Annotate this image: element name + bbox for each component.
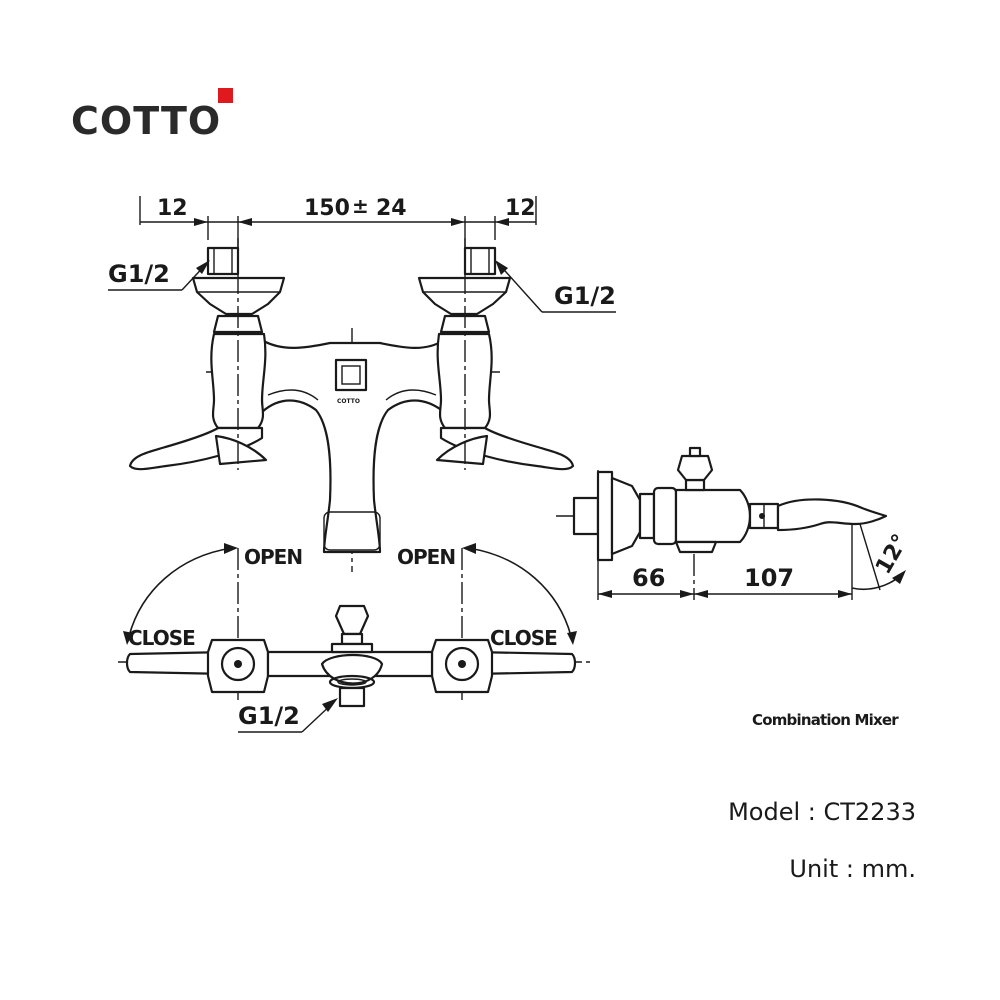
dim-left-offset: 12 xyxy=(157,196,188,221)
label-open-left: OPEN xyxy=(244,545,302,569)
brand-logo: COTTO xyxy=(71,88,233,143)
label-open-right: OPEN xyxy=(397,545,455,569)
plan-view: OPEN OPEN CLOSE CLOSE G1/2 xyxy=(118,543,590,733)
dim-side-depth: 66 xyxy=(632,564,665,592)
model-label: Model : CT2233 xyxy=(728,798,916,826)
dim-spout-angle: 12° xyxy=(871,530,913,579)
front-view: COTTO G1/2 G1/2 xyxy=(108,238,616,572)
brand-accent-square xyxy=(218,88,233,103)
thread-label-left: G1/2 xyxy=(108,260,170,288)
unit-label: Unit : mm. xyxy=(789,855,916,883)
thread-label-bottom: G1/2 xyxy=(238,702,300,730)
side-view: 66 107 12° xyxy=(556,446,914,600)
brand-name: COTTO xyxy=(71,99,221,143)
label-close-right: CLOSE xyxy=(490,626,557,650)
dim-center-tolerance: 24 xyxy=(376,196,407,221)
dim-right-offset: 12 xyxy=(505,196,536,221)
thread-label-right: G1/2 xyxy=(554,282,616,310)
body-logo-mark: COTTO xyxy=(337,398,360,405)
dim-center-distance: 150 xyxy=(304,196,350,221)
product-caption: Combination Mixer xyxy=(752,711,899,729)
label-close-left: CLOSE xyxy=(128,626,195,650)
dim-center-tolerance-sign: ± xyxy=(352,194,369,218)
dim-side-spout: 107 xyxy=(744,564,794,592)
